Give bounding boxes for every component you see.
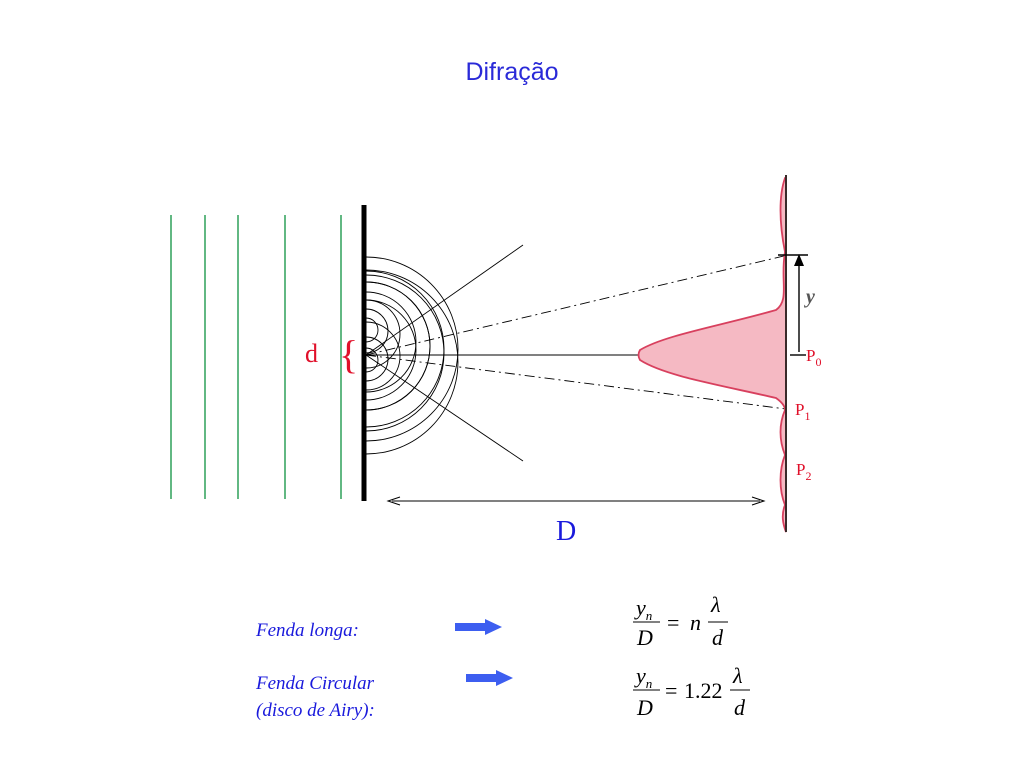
arrow-body	[455, 623, 487, 631]
wavefront-arc	[365, 291, 417, 393]
arrow-body	[466, 674, 498, 682]
height-label: y	[804, 286, 815, 308]
distance-arrowhead-left	[386, 496, 401, 506]
arrow-head	[496, 670, 513, 686]
formula-numerator: yn	[634, 663, 652, 691]
distance-label: D	[556, 516, 576, 547]
edge-ray-lower	[365, 354, 524, 462]
note-long-slit: Fenda longa:	[256, 620, 359, 641]
wavefront-arc	[365, 269, 459, 455]
note-circular-slit-line1: Fenda Circular	[256, 673, 375, 694]
formula-factor: n	[690, 610, 701, 635]
formula-equals: =	[665, 678, 677, 703]
wavefront-arc	[365, 274, 445, 432]
point-label-p2: P2	[796, 460, 811, 483]
formula-denominator: D	[636, 625, 653, 650]
ray-to-first-minimum-upper	[365, 254, 789, 356]
wavefront-arc	[365, 347, 379, 373]
point-label-p0: P0	[806, 346, 821, 369]
formula-numerator: yn	[634, 595, 652, 623]
formula-lambda: λ	[710, 592, 721, 617]
note-circular-slit-line2: (disco de Airy):	[256, 700, 375, 721]
intensity-profile	[637, 177, 787, 533]
slit-brace: {	[339, 332, 358, 377]
wavefront-arc	[365, 256, 459, 442]
arrow-circular-slit	[466, 670, 513, 686]
arrow-head	[485, 619, 502, 635]
formula-factor: 1.22	[684, 678, 723, 703]
point-label-p1: P1	[795, 400, 810, 423]
formula-lambda-denominator: d	[712, 625, 724, 650]
formula-circular-slit: yn D = 1.22 λ d	[633, 663, 750, 720]
slit-width-label: d	[305, 339, 318, 368]
distance-arrowhead-right	[751, 496, 766, 506]
wavefront-arc	[365, 321, 401, 391]
formula-denominator: D	[636, 695, 653, 720]
wavefront-arc	[365, 281, 431, 411]
wavefront-arc	[365, 308, 389, 354]
arrow-long-slit	[455, 619, 502, 635]
wavefront-arc	[365, 336, 389, 382]
incident-wavefronts	[170, 215, 342, 499]
formula-lambda: λ	[732, 663, 743, 688]
height-arrowhead	[794, 254, 804, 266]
wavefront-arc	[365, 299, 417, 401]
edge-ray-upper	[365, 244, 524, 356]
wavefront-arc	[365, 299, 401, 369]
formula-long-slit: yn D = n λ d	[633, 592, 728, 650]
slide-title: Difração	[465, 58, 559, 86]
wavefront-arc	[365, 270, 445, 428]
diffracted-wavefronts	[365, 256, 459, 455]
formula-lambda-denominator: d	[734, 695, 746, 720]
formula-equals: =	[667, 610, 679, 635]
wavefront-arc	[365, 317, 379, 343]
